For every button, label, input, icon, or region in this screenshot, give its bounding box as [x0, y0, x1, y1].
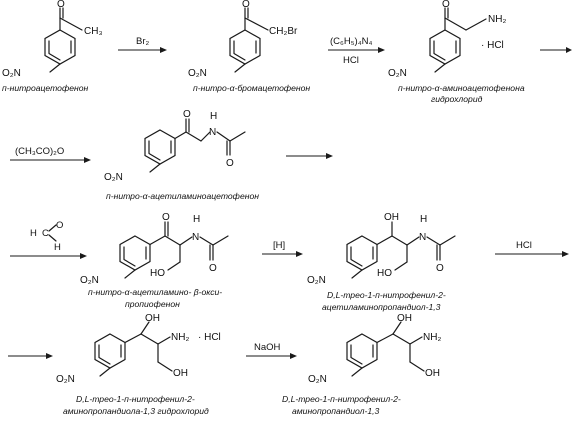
compound-2-name: п-нитро-α-бромацетофенон — [193, 83, 310, 93]
formaldehyde-h: H — [30, 228, 37, 239]
formaldehyde-h2: H — [54, 242, 61, 253]
amine-label: NH₂ — [488, 14, 506, 25]
arrow-7: [H] — [262, 240, 303, 257]
compound-6-name-line1: D,L-трео-1-п-нитрофенил-2- — [327, 290, 446, 300]
compound-5-name-line1: п-нитро-α-ацетиламино- β-окси- — [88, 287, 222, 297]
reagent-hcl-1: HCl — [343, 55, 359, 66]
nitro-label: O₂N — [56, 374, 75, 385]
oxygen-label: O — [442, 0, 450, 10]
arrow-8: HCl — [495, 240, 569, 257]
oxygen-label: O — [162, 212, 170, 223]
nitrogen-label: N — [192, 232, 199, 243]
oxygen-label: O — [183, 109, 191, 120]
oxygen-label: O — [242, 0, 250, 10]
reagent-hcl-2: HCl — [516, 240, 532, 251]
arrow-10: NaOH — [246, 342, 297, 359]
reagent-hexamine: (C₆H₅)₄N₄ — [330, 36, 372, 47]
arrow-5 — [286, 153, 333, 159]
compound-4-name: п-нитро-α-ацетиламиноацетофенон — [106, 191, 259, 201]
arrow-6: H C O H — [10, 220, 87, 259]
compound-3-name-line2: гидрохлорид — [431, 94, 483, 104]
hydroxyl-label: HO — [150, 268, 165, 279]
nh-hydrogen-label: H — [210, 111, 217, 122]
compound-7-name-line1: D,L-трео-1-п-нитрофенил-2- — [76, 394, 195, 404]
hydroxyl-label: OH — [397, 313, 412, 324]
nitrogen-label: N — [419, 232, 426, 243]
arrow-4: (CH₃CO)₂O — [10, 146, 91, 163]
hydroxyl-label: OH — [145, 313, 160, 324]
nitro-label: O₂N — [188, 68, 207, 79]
ch2br-label: CH₂Br — [269, 26, 298, 37]
compound-8-name-line1: D,L-трео-1-п-нитрофенил-2- — [282, 394, 401, 404]
compound-2: O CH₂Br O₂N п-нитро-α-бромацетофенон — [188, 0, 310, 93]
nitro-label: O₂N — [307, 275, 326, 286]
nh-hydrogen-label: H — [420, 214, 427, 225]
ring-1-double-bond — [48, 52, 61, 61]
hydroxyl-label: OH — [173, 368, 188, 379]
nh-hydrogen-label: H — [193, 214, 200, 225]
formaldehyde-o: O — [56, 220, 63, 231]
arrow-1: Br₂ — [118, 36, 167, 53]
reagent-naoh: NaOH — [254, 342, 281, 353]
nitro-label: O₂N — [308, 374, 327, 385]
arrow-3 — [540, 47, 572, 53]
compound-3: O NH₂ · HCl O₂N п-нитро-α-аминоацетофено… — [388, 0, 525, 104]
amide-oxygen-label: O — [436, 263, 444, 274]
compound-8: OH NH₂ OH O₂N D,L-трео-1-п-нитрофенил-2-… — [282, 313, 441, 416]
compound-4: O H N O O₂N п-нитро-α-ацетиламиноацетофе… — [104, 109, 259, 201]
hcl-label: · HCl — [481, 40, 504, 51]
arrow-9 — [8, 353, 53, 359]
compound-8-name-line2: аминопропандиол-1,3 — [292, 406, 379, 416]
compound-6-name-line2: ацетиламинопропандиол-1,3 — [322, 302, 441, 312]
compound-5: O H N O HO O₂N п-нитро-α-ацетиламино- β-… — [80, 212, 229, 309]
compound-1-name: п-нитроацетофенон — [2, 83, 89, 93]
compound-7-name-line2: аминопропандиола-1,3 гидрохлорид — [63, 406, 209, 416]
hydroxyl-label: OH — [425, 368, 440, 379]
nitro-label: O₂N — [80, 275, 99, 286]
nitrogen-label: N — [209, 127, 216, 138]
hydroxyl-label: OH — [384, 212, 399, 223]
methyl-label: CH₃ — [84, 26, 103, 37]
formaldehyde-c: C — [42, 228, 49, 239]
amine-label: NH₂ — [171, 332, 189, 343]
nitro-label: O₂N — [2, 68, 21, 79]
bond-nitro — [49, 63, 61, 73]
hcl-label: · HCl — [198, 332, 221, 343]
reagent-reduction: [H] — [273, 240, 285, 251]
oxygen-label: O — [57, 0, 65, 10]
amide-oxygen-label: O — [209, 263, 217, 274]
amine-label: NH₂ — [423, 332, 441, 343]
reagent-br2: Br₂ — [136, 36, 150, 47]
hydroxyl-label: HO — [377, 268, 392, 279]
compound-5-name-line2: пропиофенон — [125, 299, 180, 309]
compound-6: OH H N O HO O₂N D,L-трео-1-п-нитрофенил-… — [307, 212, 456, 312]
compound-3-name-line1: п-нитро-α-аминоацетофенона — [398, 83, 525, 93]
amide-oxygen-label: O — [226, 158, 234, 169]
nitro-label: O₂N — [388, 68, 407, 79]
arrow-2: (C₆H₅)₄N₄ HCl — [328, 36, 385, 66]
reagent-acetic-anhydride: (CH₃CO)₂O — [15, 146, 64, 157]
compound-7: OH NH₂ · HCl OH O₂N D,L-трео-1-п-нитрофе… — [56, 313, 221, 416]
nitro-label: O₂N — [104, 172, 123, 183]
bond-methyl — [59, 17, 83, 31]
compound-1: O CH₃ O₂N п-нитроацетофенон — [2, 0, 103, 93]
